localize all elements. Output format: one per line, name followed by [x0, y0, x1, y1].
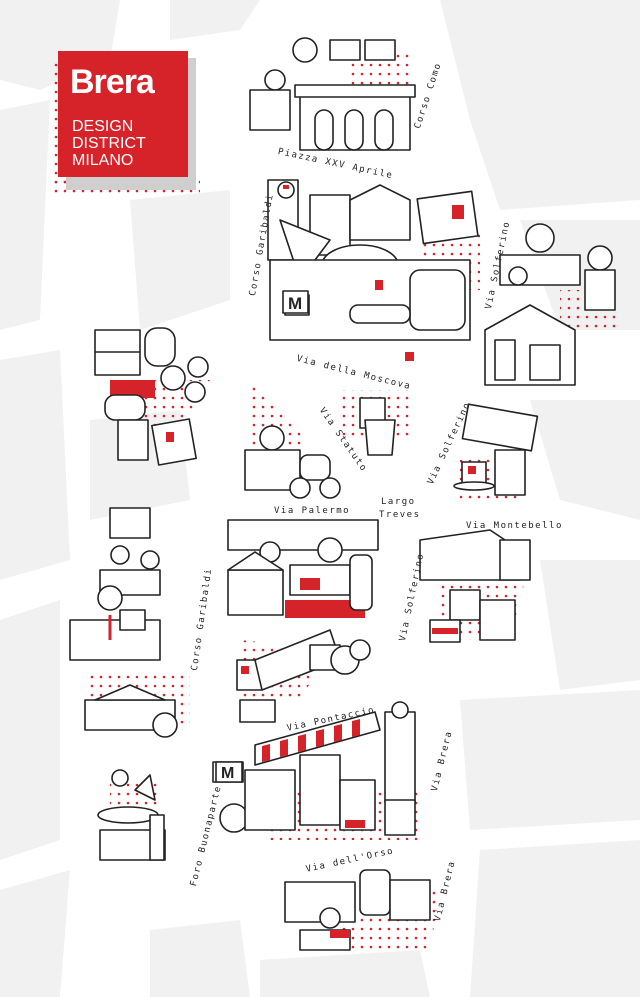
metro-sign-1 — [282, 290, 309, 314]
moscova-illustration — [267, 179, 479, 361]
metro-letter-2: M — [221, 765, 234, 782]
brera-logo: Brera DESIGN DISTRICT MILANO — [58, 51, 188, 177]
porta-garibaldi-illustration — [249, 37, 416, 151]
logo-brand: Brera — [70, 63, 155, 101]
logo-line-district: DISTRICT — [72, 135, 146, 152]
pontaccio-illustration — [236, 629, 371, 723]
logo-line-milano: MILANO — [72, 152, 134, 169]
metro-letter-1: M — [288, 294, 302, 313]
metro-sign-2 — [215, 761, 243, 783]
illustrations — [69, 37, 616, 951]
statuto-illustration — [244, 397, 396, 499]
coffee-illustration — [453, 403, 539, 496]
logo-line-design: DESIGN — [72, 118, 134, 135]
dj-illustration — [484, 223, 616, 386]
balcony-illustration — [94, 327, 209, 466]
brera-illustration — [284, 869, 431, 951]
garibaldi-illustration — [69, 507, 178, 738]
street-via-montebello: Via Montebello — [466, 521, 563, 531]
street-largo: Largo — [381, 497, 416, 507]
foro-illustration — [97, 769, 166, 861]
montebello-illustration — [419, 529, 531, 643]
street-treves: Treves — [379, 510, 421, 520]
palermo-illustration — [227, 519, 379, 618]
street-via-palermo: Via Palermo — [274, 506, 351, 516]
